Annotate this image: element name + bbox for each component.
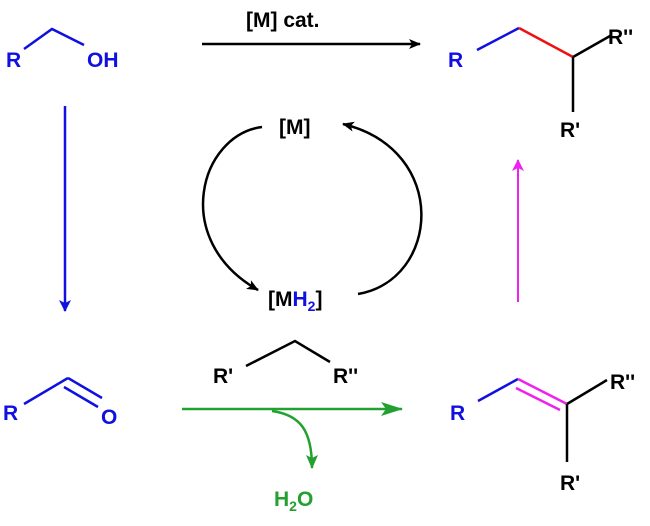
product-r-label: R [448, 49, 463, 72]
catalysis-label: [M] cat. [246, 9, 320, 32]
product-r1-label: R' [560, 119, 580, 142]
aldehyde-bond [23, 376, 69, 406]
water-label: H2O [274, 488, 313, 514]
alkene-structure: R R'' R' [450, 371, 635, 495]
reagent-bonds [245, 339, 331, 368]
reagent-structure: R' R'' [213, 339, 358, 388]
alcohol-r-label: R [6, 49, 21, 72]
alkene-blue-bond [477, 377, 519, 403]
alcohol-bonds [23, 27, 85, 51]
reagent-r2-label: R'' [333, 365, 358, 388]
alkene-r2-label: R'' [610, 371, 635, 394]
catalyst-label: [M] [279, 116, 310, 139]
reagent-r1-label: R' [213, 365, 233, 388]
alcohol-oh-label: OH [87, 49, 119, 72]
metal-hydride-label: [MH2] [268, 288, 322, 314]
aldehyde-r-label: R [3, 402, 18, 425]
product-new-cc-bond [518, 26, 574, 59]
aldehyde-structure: R O [3, 376, 117, 429]
alkene-double-bond-1 [517, 377, 568, 406]
water-release-arrow [271, 409, 318, 469]
cycle-arrow-right [342, 121, 423, 296]
alkene-r-label: R [450, 402, 465, 425]
product-bond-r2 [572, 34, 611, 59]
product-structure: R R'' R' [448, 26, 633, 142]
product-blue-bond [476, 26, 520, 52]
aldehyde-o-label: O [101, 406, 117, 429]
alkene-r1-label: R' [560, 472, 580, 495]
aldehyde-co-bond-1 [67, 376, 103, 400]
product-r2-label: R'' [608, 26, 633, 49]
aldehyde-co-bond-2 [63, 385, 99, 409]
alkene-bond-r2 [566, 378, 608, 406]
alkene-double-bond-2 [515, 386, 561, 412]
cycle-arrow-left [201, 125, 263, 292]
alcohol-structure: R OH [6, 27, 119, 72]
